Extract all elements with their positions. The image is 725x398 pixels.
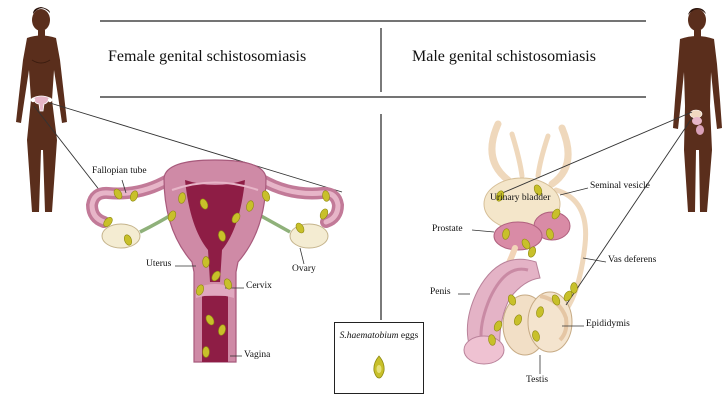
left-ovary [102, 224, 140, 248]
egg-marker [203, 347, 210, 358]
label-epididymis: Epididymis [586, 319, 630, 329]
label-testis: Testis [526, 375, 548, 385]
male-heading: Male genital schistosomiasis [412, 48, 596, 66]
female-reproductive-tract [92, 160, 338, 362]
egg-marker [571, 283, 578, 294]
label-prostate: Prostate [432, 224, 463, 234]
label-fallopian-tube: Fallopian tube [92, 166, 147, 176]
right-ovary [290, 224, 328, 248]
label-ovary: Ovary [292, 264, 316, 274]
legend-label: S.haematobium eggs [335, 331, 423, 341]
legend-species: S.haematobium [340, 331, 399, 341]
prostate [494, 222, 542, 250]
male-connector-lower [566, 118, 692, 305]
legend-egg-icon [372, 355, 386, 379]
label-cervix: Cervix [246, 281, 272, 291]
female-heading: Female genital schistosomiasis [108, 48, 306, 66]
label-uterus: Uterus [146, 259, 171, 269]
label-vas-deferens: Vas deferens [608, 255, 656, 265]
label-penis: Penis [430, 287, 451, 297]
legend-box: S.haematobium eggs [334, 322, 424, 394]
legend-suffix: eggs [399, 331, 419, 341]
label-urinary-bladder: Urinary bladder [490, 193, 550, 203]
label-seminal-vesicle: Seminal vesicle [590, 181, 650, 191]
egg-marker [203, 257, 210, 268]
label-vagina: Vagina [244, 350, 270, 360]
